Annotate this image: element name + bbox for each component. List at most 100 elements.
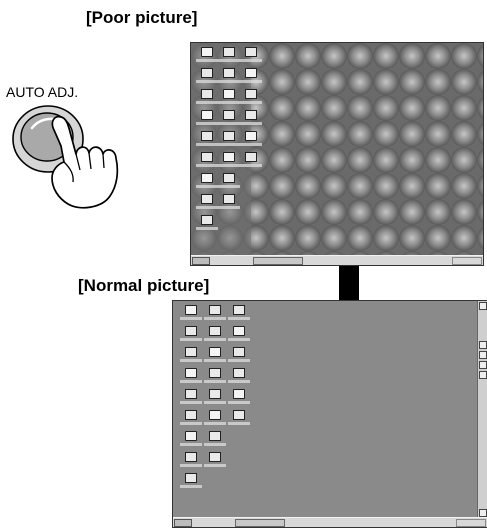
desktop-icon-caption xyxy=(180,464,202,467)
desktop-icon[interactable] xyxy=(185,368,197,378)
normal-picture-screenshot xyxy=(172,300,487,528)
desktop-icon[interactable] xyxy=(223,110,235,120)
desktop-icon-caption xyxy=(218,101,240,104)
desktop-icon-caption xyxy=(196,122,218,125)
desktop-icon[interactable] xyxy=(223,89,235,99)
desktop-icon-caption xyxy=(180,485,202,488)
desktop-icon[interactable] xyxy=(209,431,221,441)
desktop-icon-caption xyxy=(240,59,262,62)
start-button[interactable] xyxy=(192,257,210,265)
auto-adj-label: AUTO ADJ. xyxy=(6,84,78,100)
desktop-icon[interactable] xyxy=(201,68,213,78)
desktop-icon-caption xyxy=(196,164,218,167)
start-button[interactable] xyxy=(174,519,192,527)
desktop-icon-caption xyxy=(180,317,202,320)
desktop-icon[interactable] xyxy=(245,89,257,99)
desktop-icon-caption xyxy=(196,143,218,146)
desktop-icon[interactable] xyxy=(233,347,245,357)
desktop-icon[interactable] xyxy=(245,131,257,141)
desktop-icon-caption xyxy=(228,422,250,425)
taskbar xyxy=(191,255,483,265)
desktop-icon-caption xyxy=(218,59,240,62)
desktop-icon-caption xyxy=(180,422,202,425)
desktop-icon-caption xyxy=(240,143,262,146)
desktop-icon[interactable] xyxy=(185,473,197,483)
desktop-icon-caption xyxy=(204,317,226,320)
desktop-icon-caption xyxy=(196,206,218,209)
desktop-icon-caption xyxy=(228,380,250,383)
desktop-icon-caption xyxy=(204,338,226,341)
desktop-icon[interactable] xyxy=(209,389,221,399)
desktop-icon[interactable] xyxy=(233,389,245,399)
desktop-icon-caption xyxy=(204,380,226,383)
desktop-icon-caption xyxy=(196,59,218,62)
desktop-icon[interactable] xyxy=(223,131,235,141)
desktop-icon[interactable] xyxy=(223,47,235,57)
desktop-icon-caption xyxy=(180,338,202,341)
system-tray xyxy=(452,257,482,265)
system-tray xyxy=(456,519,486,527)
desktop-icon[interactable] xyxy=(201,215,213,225)
desktop-icon[interactable] xyxy=(245,110,257,120)
desktop-icon[interactable] xyxy=(209,326,221,336)
desktop-icon[interactable] xyxy=(185,326,197,336)
pointing-hand-icon xyxy=(40,112,122,212)
desktop-icon[interactable] xyxy=(185,347,197,357)
desktop-icon[interactable] xyxy=(233,326,245,336)
desktop-icon[interactable] xyxy=(201,110,213,120)
scrollbar[interactable] xyxy=(477,301,487,518)
taskbar-task[interactable] xyxy=(235,519,285,527)
desktop-icon[interactable] xyxy=(201,131,213,141)
scrollbar-thumb[interactable] xyxy=(479,341,487,349)
desktop-icon[interactable] xyxy=(201,89,213,99)
desktop-icon[interactable] xyxy=(223,173,235,183)
desktop-icon[interactable] xyxy=(223,194,235,204)
poor-picture-screenshot xyxy=(190,42,484,266)
desktop-icon-caption xyxy=(196,227,218,230)
desktop-icon-caption xyxy=(180,443,202,446)
scroll-down-button[interactable] xyxy=(479,509,487,517)
taskbar-task[interactable] xyxy=(253,257,303,265)
poor-picture-heading: [Poor picture] xyxy=(86,8,197,28)
desktop-icon[interactable] xyxy=(185,431,197,441)
desktop-icon[interactable] xyxy=(185,389,197,399)
desktop-icon[interactable] xyxy=(245,152,257,162)
desktop-icon[interactable] xyxy=(223,152,235,162)
scroll-up-button[interactable] xyxy=(479,302,487,310)
desktop-icon-caption xyxy=(180,380,202,383)
desktop-icon[interactable] xyxy=(201,173,213,183)
desktop-icon-caption xyxy=(204,422,226,425)
desktop-icon-caption xyxy=(204,359,226,362)
desktop-icon[interactable] xyxy=(201,194,213,204)
desktop-icon[interactable] xyxy=(245,47,257,57)
desktop-icon-caption xyxy=(196,101,218,104)
desktop-icon[interactable] xyxy=(223,68,235,78)
desktop-icon-caption xyxy=(218,122,240,125)
desktop-icon[interactable] xyxy=(209,305,221,315)
desktop-icon[interactable] xyxy=(201,152,213,162)
desktop-icon[interactable] xyxy=(209,368,221,378)
normal-picture-heading: [Normal picture] xyxy=(78,276,209,296)
desktop-icon[interactable] xyxy=(185,410,197,420)
desktop-icon[interactable] xyxy=(233,305,245,315)
scrollbar-thumb[interactable] xyxy=(479,371,487,379)
desktop-icon[interactable] xyxy=(201,47,213,57)
desktop-icon-caption xyxy=(180,401,202,404)
desktop-icon-caption xyxy=(196,185,218,188)
desktop-icon[interactable] xyxy=(233,410,245,420)
desktop-icon-caption xyxy=(228,338,250,341)
scrollbar-thumb[interactable] xyxy=(479,361,487,369)
scrollbar-thumb[interactable] xyxy=(479,351,487,359)
desktop-icon-caption xyxy=(240,101,262,104)
desktop-icon-caption xyxy=(196,80,218,83)
desktop-icon[interactable] xyxy=(185,305,197,315)
desktop-icon[interactable] xyxy=(185,452,197,462)
desktop-icon-caption xyxy=(218,143,240,146)
desktop-icon-caption xyxy=(218,206,240,209)
desktop-icon[interactable] xyxy=(245,68,257,78)
desktop-icon[interactable] xyxy=(209,410,221,420)
desktop-icon-caption xyxy=(204,443,226,446)
desktop-icon[interactable] xyxy=(233,368,245,378)
desktop-icon[interactable] xyxy=(209,347,221,357)
desktop-icon[interactable] xyxy=(209,452,221,462)
